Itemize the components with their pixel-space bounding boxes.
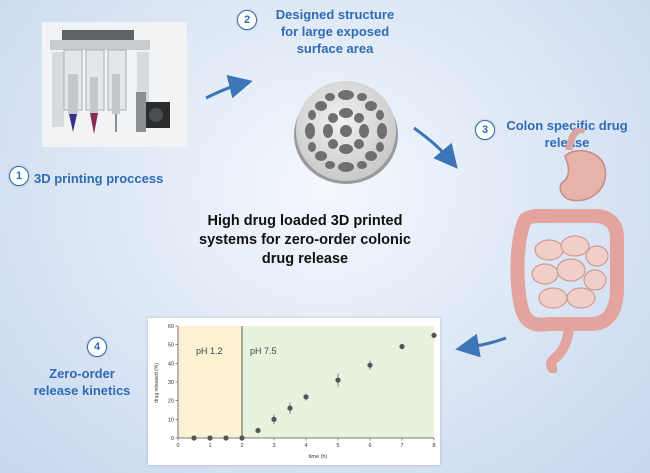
colon-illustration <box>505 126 635 378</box>
chart-data-point <box>431 332 437 338</box>
chart-x-tick-label: 5 <box>336 443 339 449</box>
step-4-label: Zero-order release kinetics <box>18 365 146 399</box>
chart-x-axis-label: time (h) <box>309 454 328 460</box>
arrow-step1-to-step2 <box>205 74 253 100</box>
step-3-label-line: Colon specific drug <box>506 118 628 133</box>
printed-disc-image <box>290 75 402 192</box>
chart-x-tick-label: 7 <box>400 443 403 449</box>
central-message-line: High drug loaded 3D printed <box>207 213 403 229</box>
chart-x-tick-label: 2 <box>240 443 243 449</box>
step-2-label-line: surface area <box>296 41 374 56</box>
step-4-label-line: release kinetics <box>33 383 131 398</box>
chart-x-tick-label: 8 <box>432 443 435 449</box>
step-1-badge: 1 <box>9 166 29 186</box>
release-kinetics-chart: 0 1 2 3 4 5 6 7 8 0 10 20 30 40 50 60 pH 1.2 pH 7.5 tim… <box>148 318 440 465</box>
arrow-step3-to-step4 <box>455 333 507 358</box>
step-4-label-line: Zero-order <box>49 366 115 381</box>
step-4-badge: 4 <box>87 337 107 357</box>
step-2-badge: 2 <box>237 10 257 30</box>
chart-y-axis-label: drug released (%) <box>154 363 160 403</box>
3d-printer-image <box>42 22 187 147</box>
chart-y-tick-label: 30 <box>168 380 174 386</box>
chart-region-band <box>178 326 242 438</box>
chart-y-tick-label: 50 <box>168 343 174 349</box>
central-message-line: drug release <box>261 251 349 267</box>
chart-y-tick-label: 10 <box>168 417 174 423</box>
chart-data-point <box>207 435 213 441</box>
arrow-step2-to-step3 <box>413 126 458 169</box>
chart-x-tick-label: 6 <box>368 443 371 449</box>
chart-region-label-neutral: pH 7.5 <box>250 346 277 356</box>
chart-data-point <box>335 377 341 383</box>
step-1-label-line: 3D printing proccess <box>34 171 164 186</box>
chart-x-tick-label: 1 <box>208 443 211 449</box>
chart-x-tick-label: 0 <box>176 443 179 449</box>
chart-data-point <box>239 435 245 441</box>
step-1-label: 3D printing proccess <box>34 170 204 187</box>
chart-data-point <box>287 405 293 411</box>
chart-y-tick-label: 40 <box>168 361 174 367</box>
chart-data-point <box>367 362 373 368</box>
step-2-label-line: for large exposed <box>280 24 390 39</box>
chart-y-tick-label: 60 <box>168 324 174 330</box>
chart-data-point <box>271 416 277 422</box>
step-2-label: Designed structure for large exposed sur… <box>260 6 410 57</box>
chart-data-point <box>223 435 229 441</box>
release-kinetics-svg: 0 1 2 3 4 5 6 7 8 0 10 20 30 40 50 60 pH 1.2 pH 7.5 tim… <box>154 324 437 460</box>
chart-data-point <box>399 343 405 350</box>
chart-y-tick-label: 20 <box>168 399 174 405</box>
chart-y-tick-label: 0 <box>171 436 174 442</box>
step-2-label-line: Designed structure <box>275 7 395 22</box>
chart-x-tick-label: 3 <box>272 443 275 449</box>
chart-data-point <box>255 427 261 434</box>
central-message: High drug loaded 3D printed systems for … <box>160 212 450 269</box>
central-message-line: systems for zero-order colonic <box>199 232 411 248</box>
chart-data-point <box>303 394 309 400</box>
step-3-badge: 3 <box>475 120 495 140</box>
chart-region-label-acid: pH 1.2 <box>196 346 223 356</box>
chart-data-point <box>191 435 197 441</box>
chart-x-tick-label: 4 <box>304 443 307 449</box>
